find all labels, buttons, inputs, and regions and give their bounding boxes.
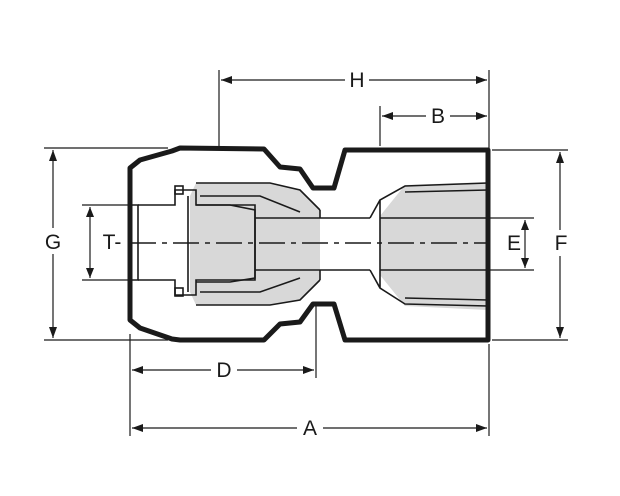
d-label-bg (211, 357, 237, 383)
ferrule-inner-lines (200, 195, 301, 293)
label-b: B (431, 105, 445, 128)
label-d: D (216, 359, 231, 382)
b-arrow-right (476, 112, 487, 120)
cone-shading (380, 182, 488, 310)
nut-body-outline (127, 145, 491, 343)
label-e: E (507, 232, 521, 255)
d-arrow-left (132, 366, 143, 374)
cone-inner-lines (404, 189, 489, 301)
e-arrow-bottom (521, 258, 529, 268)
body-cone (369, 182, 489, 307)
h-arrow-left (221, 76, 232, 84)
f-arrow-bottom (556, 327, 564, 338)
label-f: F (555, 232, 568, 255)
g-arrow-top (49, 150, 57, 161)
label-t: T- (103, 231, 122, 254)
a-arrow-left (132, 424, 143, 432)
tube-bore (255, 210, 370, 280)
ferrule-outline (187, 182, 321, 306)
label-a: A (303, 417, 317, 440)
b-arrow-left (382, 112, 393, 120)
g-arrow-bottom (49, 327, 57, 338)
label-g: G (45, 231, 61, 254)
label-h: H (349, 69, 364, 92)
ferrule-notch-top (174, 185, 184, 195)
body-bore-lines (380, 217, 488, 271)
f-label-bg (549, 230, 573, 256)
b-label-bg (426, 103, 450, 127)
ferrule-notch-bottom (174, 287, 184, 297)
a-label-bg (297, 415, 323, 441)
g-label-bg (40, 228, 66, 254)
e-arrow-top (521, 220, 529, 230)
t-arrow-top (86, 207, 94, 217)
t-arrow-bottom (86, 268, 94, 278)
f-arrow-top (556, 152, 564, 163)
h-arrow-right (476, 76, 487, 84)
h-label-bg (345, 67, 369, 91)
ferrule-taper (196, 204, 256, 283)
a-arrow-right (476, 424, 487, 432)
d-arrow-right (303, 366, 314, 374)
